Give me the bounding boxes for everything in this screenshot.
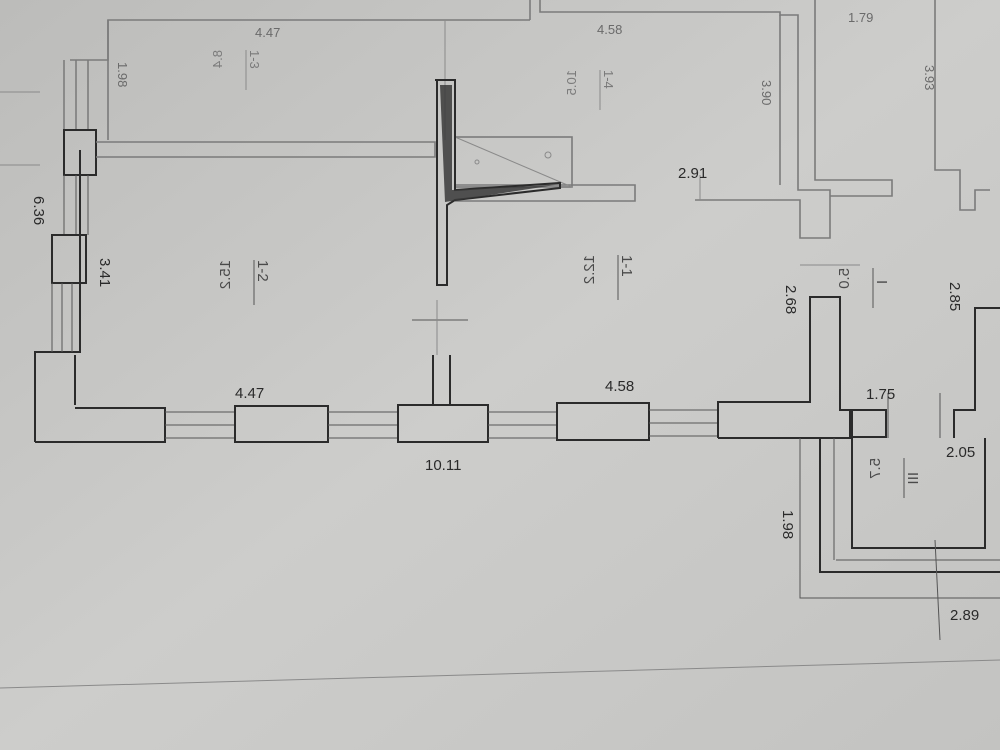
room-number: 1-3 xyxy=(247,50,262,69)
dim-mid-right: 2.91 xyxy=(678,165,707,182)
dim-upper-left-height: 1.98 xyxy=(115,62,130,87)
pier-wall xyxy=(556,402,650,441)
partition-shading xyxy=(440,85,555,202)
porch-inner xyxy=(851,438,986,549)
dim-right-room-height: 2.68 xyxy=(782,285,799,314)
dim-upper-right-height: 3.93 xyxy=(922,65,937,90)
partition-upper xyxy=(435,79,561,286)
room-number: III xyxy=(904,472,921,485)
room-1-2: 1-2 15.2 xyxy=(217,260,271,305)
room-area: 8.4 xyxy=(210,50,225,68)
room-1-4: 1-4 10.5 xyxy=(564,70,616,110)
porch-outer xyxy=(819,438,1000,573)
room-area: 5.7 xyxy=(867,458,884,479)
left-windows xyxy=(51,60,97,352)
page-edge-line xyxy=(0,659,1000,689)
room-1-1: 1-1 12.2 xyxy=(581,255,635,300)
dim-vestibule-height: 2.85 xyxy=(946,282,963,311)
dim-bottom-left: 4.47 xyxy=(235,385,264,402)
dim-top-mid: 4.58 xyxy=(597,22,622,37)
room-area: 15.2 xyxy=(217,260,234,289)
central-partition xyxy=(412,79,561,406)
vestibule-pier xyxy=(849,409,887,438)
room-number: 1-1 xyxy=(618,255,635,277)
wall-1-3-1-2 xyxy=(96,141,436,158)
left-pier xyxy=(51,234,87,284)
room-number: 1-2 xyxy=(254,260,271,282)
pier-wall xyxy=(234,405,329,443)
porch-leader xyxy=(934,539,941,641)
dim-left-inner: 3.41 xyxy=(96,258,113,287)
dimension-ticks xyxy=(0,164,860,266)
dim-vest-width-2: 2.05 xyxy=(946,444,975,461)
vestibule-right-wall xyxy=(953,307,1000,438)
dim-upper-right-width: 1.79 xyxy=(848,10,873,25)
dim-top-left: 4.47 xyxy=(255,25,280,40)
room-I: I 5.0 xyxy=(836,268,890,308)
dim-left-outer: 6.36 xyxy=(30,196,47,225)
upper-mid-wall xyxy=(539,0,831,239)
bottom-right-wall xyxy=(717,296,853,439)
room-area: 10.5 xyxy=(564,70,579,95)
upper-right-wall-left xyxy=(814,0,830,181)
partition-lower xyxy=(432,355,451,406)
dim-porch-height: 1.98 xyxy=(779,510,796,539)
dim-upper-mid-height: 3.90 xyxy=(759,80,774,105)
upper-right-wall-right xyxy=(934,0,990,211)
room-area: 5.0 xyxy=(836,268,853,289)
dim-vest-width: 1.75 xyxy=(866,386,895,403)
left-wall-outer xyxy=(34,150,81,442)
upper-right-lintel xyxy=(830,179,893,197)
outer-walls xyxy=(34,150,1000,443)
room-number: I xyxy=(873,280,890,284)
room-III: III 5.7 xyxy=(867,458,921,498)
dim-total: 10.11 xyxy=(425,457,461,474)
room-number: 1-4 xyxy=(601,70,616,89)
porch xyxy=(799,393,1000,641)
porch-dim-line xyxy=(799,438,1000,599)
dim-porch-width: 2.89 xyxy=(950,607,979,624)
left-pier xyxy=(63,129,97,176)
dim-bottom-mid: 4.58 xyxy=(605,378,634,395)
room-area: 12.2 xyxy=(581,255,598,284)
room-1-3: 1-3 8.4 xyxy=(210,50,262,90)
